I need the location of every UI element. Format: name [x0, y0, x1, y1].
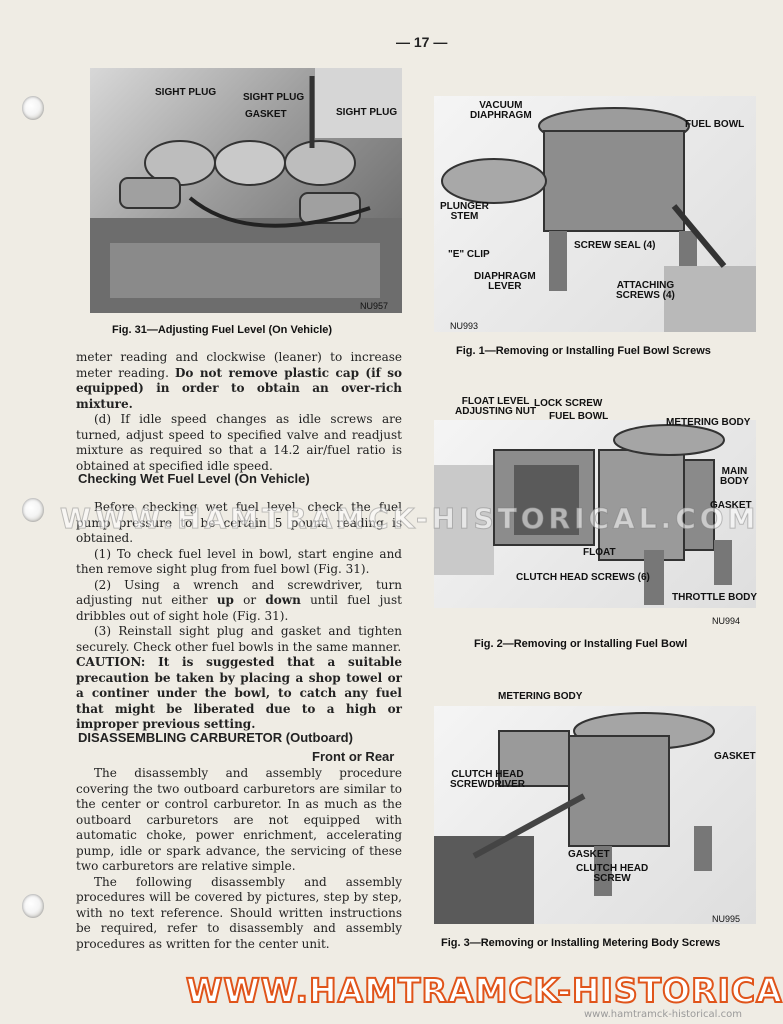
binder-hole-middle — [22, 498, 44, 522]
fig3-photo — [434, 706, 756, 924]
fig1-caption: Fig. 1—Removing or Installing Fuel Bowl … — [456, 345, 711, 357]
fig1-label-fuel-bowl: FUEL BOWL — [685, 119, 745, 130]
fig3-label-gasket-bottom: GASKET — [568, 849, 610, 860]
page-number: — 17 — — [396, 34, 448, 50]
fig31-label-sight-plug-middle: SIGHT PLUG — [243, 92, 305, 103]
fig31-caption: Fig. 31—Adjusting Fuel Level (On Vehicle… — [112, 324, 333, 336]
fig2-label-clutch-head-screws: CLUTCH HEAD SCREWS (6) — [516, 572, 650, 583]
subheading-front-or-rear: Front or Rear — [312, 749, 395, 764]
text-block-3: The disassembly and assembly procedure c… — [76, 766, 402, 952]
fig2-label-main-body: MAIN BODY — [720, 466, 749, 487]
fig1-code: NU993 — [450, 321, 479, 331]
fig31-label-sight-plug-right: SIGHT PLUG — [336, 107, 398, 118]
fig31-label-sight-plug-left: SIGHT PLUG — [155, 87, 217, 98]
fig1-label-plunger-stem: PLUNGER STEM — [440, 201, 489, 222]
text-block-2: Before checking wet fuel level, check th… — [76, 500, 402, 733]
fig1-label-attaching-screws: ATTACHING SCREWS (4) — [616, 280, 675, 301]
fig3-label-clutch-head-screw: CLUTCH HEAD SCREW — [576, 863, 649, 884]
fig3-caption: Fig. 3—Removing or Installing Metering B… — [441, 937, 721, 949]
paragraph-outboard: The disassembly and assembly procedure c… — [76, 766, 402, 873]
fig31-photo — [90, 68, 402, 313]
binder-hole-top — [22, 96, 44, 120]
binder-hole-bottom — [22, 894, 44, 918]
fig3-code: NU995 — [712, 914, 741, 924]
paragraph-step-1: (1) To check fuel level in bowl, start e… — [76, 546, 402, 577]
fig2-photo — [434, 420, 756, 608]
paragraph-pictures: The following disassembly and assembly p… — [76, 874, 402, 951]
heading-checking-wet-fuel-level: Checking Wet Fuel Level (On Vehicle) — [78, 471, 310, 486]
fig1-photo — [434, 96, 756, 332]
fig2-label-lock-screw: LOCK SCREW — [534, 398, 603, 409]
fig1-label-e-clip: "E" CLIP — [448, 249, 490, 260]
paragraph-step-2: (2) Using a wrench and screwdriver, turn… — [76, 577, 403, 623]
fig2-label-float: FLOAT — [583, 547, 616, 558]
fig2-code: NU994 — [712, 616, 741, 626]
fig2-label-float-level-adjusting-nut: FLOAT LEVEL ADJUSTING NUT — [455, 396, 537, 417]
watermark: WWW.HAMTRAMCK-HISTORICAL.COM — [60, 502, 760, 536]
paragraph-caution: CAUTION: It is suggested that a suitable… — [76, 655, 402, 731]
fig31-code: NU957 — [360, 301, 389, 311]
paragraph-idle-speed: (d) If idle speed changes as idle screws… — [76, 412, 402, 473]
fig3-label-metering-body: METERING BODY — [498, 691, 583, 702]
paragraph-step-3: (3) Reinstall sight plug and gasket and … — [76, 624, 402, 654]
fig1-label-screw-seal: SCREW SEAL (4) — [574, 240, 656, 251]
fig31-label-gasket: GASKET — [245, 109, 287, 120]
fig2-caption: Fig. 2—Removing or Installing Fuel Bowl — [474, 638, 688, 650]
fig3-label-clutch-head-screwdriver: CLUTCH HEAD SCREWDRIVER — [450, 769, 526, 790]
fig2-label-metering-body: METERING BODY — [666, 417, 751, 428]
text-block-1: meter reading and clockwise (leaner) to … — [76, 350, 402, 474]
paragraph-meter-reading: meter reading and clockwise (leaner) to … — [76, 350, 402, 411]
fig1-label-vacuum-diaphragm: VACUUM DIAPHRAGM — [470, 100, 532, 121]
heading-disassembling-carburetor: DISASSEMBLING CARBURETOR (Outboard) — [78, 730, 353, 745]
paragraph-fuel-pump: Before checking wet fuel level, check th… — [76, 500, 402, 545]
footer-url[interactable]: WWW.HAMTRAMCK-HISTORICAL.COM — [185, 970, 783, 1011]
fig2-label-throttle-body: THROTTLE BODY — [672, 592, 757, 603]
footer-url-small[interactable]: www.hamtramck-historical.com — [584, 1009, 742, 1020]
fig3-label-gasket-right: GASKET — [714, 751, 756, 762]
fig2-label-gasket: GASKET — [710, 500, 752, 511]
fig1-label-diaphragm-lever: DIAPHRAGM LEVER — [474, 271, 536, 292]
fig2-label-fuel-bowl: FUEL BOWL — [549, 411, 609, 422]
